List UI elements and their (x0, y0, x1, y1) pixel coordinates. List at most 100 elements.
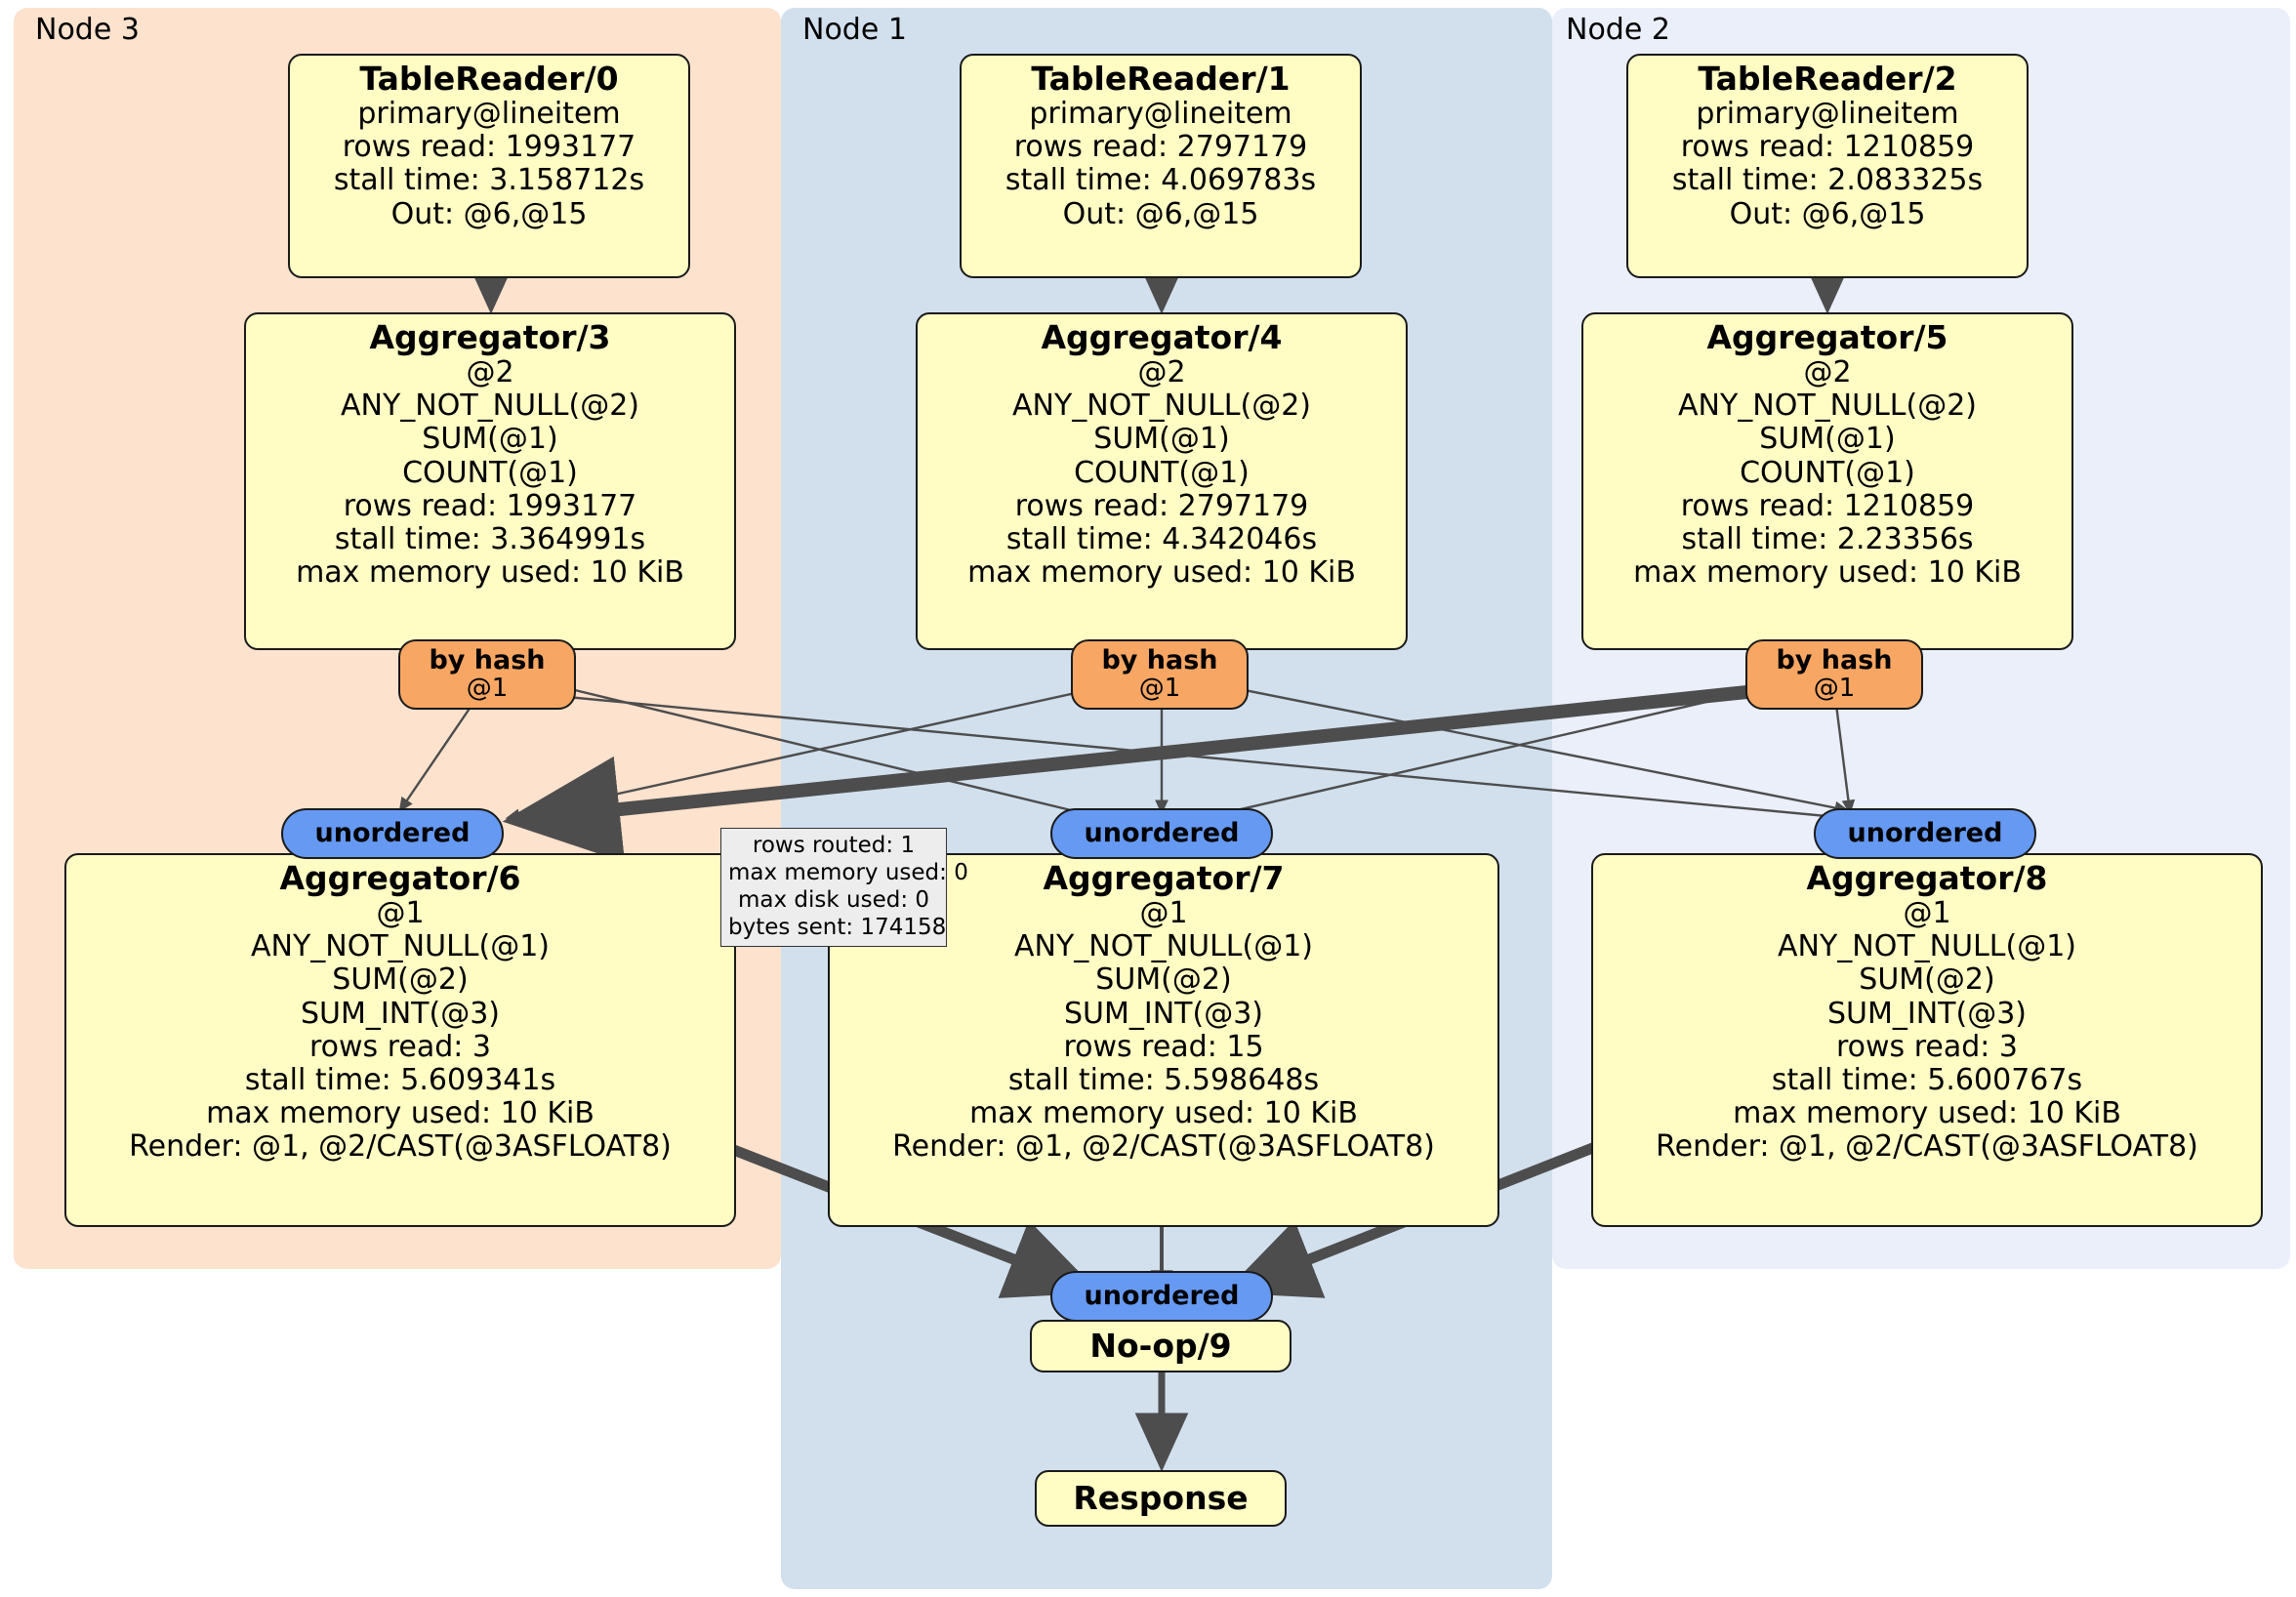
node-line: @1 (1903, 895, 1951, 930)
node-line: rows read: 1210859 (1680, 488, 1975, 523)
node-line: max memory used: 10 KiB (296, 555, 684, 591)
router-unordered-final[interactable]: unordered (1050, 1271, 1273, 1322)
node-line: stall time: 4.069783s (1004, 163, 1317, 198)
router-by-hash-mid[interactable]: by hash @1 (1071, 639, 1249, 710)
cluster-label-node3: Node 3 (35, 13, 140, 47)
node-aggregator-5[interactable]: Aggregator/5 @2 ANY_NOT_NULL(@2) SUM(@1)… (1581, 312, 2073, 650)
node-line: rows read: 1993177 (342, 130, 636, 165)
node-line: max memory used: 10 KiB (967, 555, 1356, 591)
node-line: rows read: 2797179 (1013, 130, 1308, 165)
tooltip-line: bytes sent: 174158 (728, 915, 947, 941)
node-line: Render: @1, @2/CAST(@3ASFLOAT8) (1656, 1129, 2198, 1165)
node-line: @2 (1137, 354, 1186, 389)
node-line: primary@lineitem (357, 96, 621, 131)
node-line: max memory used: 10 KiB (1633, 555, 2022, 591)
node-line: rows read: 1210859 (1680, 130, 1975, 165)
node-line: stall time: 2.083325s (1671, 163, 1984, 198)
node-line: rows read: 15 (1063, 1029, 1264, 1064)
node-line: ANY_NOT_NULL(@2) (1012, 389, 1311, 424)
node-line: COUNT(@1) (1740, 455, 1915, 490)
node-line: @1 (376, 895, 425, 930)
router-unordered-right[interactable]: unordered (1814, 808, 2036, 859)
node-title: TableReader/1 (1031, 60, 1291, 98)
node-line: SUM_INT(@3) (301, 996, 500, 1031)
node-aggregator-6[interactable]: Aggregator/6 @1 ANY_NOT_NULL(@1) SUM(@2)… (64, 853, 736, 1227)
edges-reader-to-aggregator (456, 238, 1863, 314)
node-line: rows read: 2797179 (1014, 488, 1309, 523)
router-label: unordered (1084, 1280, 1240, 1311)
router-label: by hash (1101, 645, 1218, 676)
node-title: Aggregator/4 (1041, 318, 1283, 356)
node-line: rows read: 1993177 (343, 488, 637, 523)
cluster-label-node2: Node 2 (1566, 13, 1670, 47)
node-line: SUM_INT(@3) (1827, 996, 2027, 1031)
router-label: by hash (1776, 645, 1893, 676)
node-tablereader-1[interactable]: TableReader/1 primary@lineitem rows read… (960, 54, 1362, 278)
node-title: Aggregator/6 (279, 859, 521, 897)
node-line: COUNT(@1) (402, 455, 578, 490)
node-title: Aggregator/3 (369, 318, 611, 356)
node-line: ANY_NOT_NULL(@1) (1014, 929, 1313, 964)
node-line: stall time: 4.342046s (1005, 521, 1318, 556)
router-column: @1 (466, 673, 509, 703)
node-line: ANY_NOT_NULL(@1) (1778, 929, 2076, 964)
node-line: SUM(@1) (1759, 422, 1896, 457)
node-line: SUM(@1) (422, 422, 558, 457)
node-line: max memory used: 10 KiB (969, 1096, 1358, 1131)
node-line: Out: @6,@15 (390, 196, 588, 231)
node-line: Out: @6,@15 (1062, 196, 1259, 231)
router-label: by hash (429, 645, 546, 676)
node-line: stall time: 3.364991s (334, 521, 646, 556)
node-line: @2 (466, 354, 514, 389)
node-line: max memory used: 10 KiB (206, 1096, 594, 1131)
node-title: Aggregator/8 (1806, 859, 2048, 897)
router-unordered-mid[interactable]: unordered (1050, 808, 1273, 859)
node-response[interactable]: Response (1035, 1470, 1287, 1527)
router-label: unordered (1084, 817, 1240, 848)
node-line: SUM(@2) (1859, 962, 1995, 998)
node-line: stall time: 5.600767s (1771, 1062, 2083, 1097)
tooltip-line: max disk used: 0 (737, 887, 930, 914)
node-title: Aggregator/7 (1043, 859, 1285, 897)
node-line: @1 (1139, 895, 1188, 930)
node-line: SUM(@2) (332, 962, 469, 998)
router-label: unordered (1847, 817, 2003, 848)
router-by-hash-right[interactable]: by hash @1 (1745, 639, 1923, 710)
node-line: stall time: 5.609341s (244, 1062, 556, 1097)
node-title: TableReader/2 (1698, 60, 1957, 98)
node-line: primary@lineitem (1696, 96, 1959, 131)
node-aggregator-4[interactable]: Aggregator/4 @2 ANY_NOT_NULL(@2) SUM(@1)… (916, 312, 1408, 650)
node-line: rows read: 3 (308, 1029, 492, 1064)
node-line: @2 (1803, 354, 1852, 389)
router-unordered-left[interactable]: unordered (281, 808, 504, 859)
node-line: ANY_NOT_NULL(@1) (251, 929, 550, 964)
router-column: @1 (1813, 673, 1856, 703)
node-line: ANY_NOT_NULL(@2) (1678, 389, 1977, 424)
node-aggregator-8[interactable]: Aggregator/8 @1 ANY_NOT_NULL(@1) SUM(@2)… (1591, 853, 2263, 1227)
node-line: Render: @1, @2/CAST(@3ASFLOAT8) (129, 1129, 672, 1165)
edge-hash-right-to-unordered-left (502, 682, 1776, 863)
node-title: No-op/9 (1089, 1326, 1232, 1365)
tooltip-line: max memory used: 0 (728, 860, 968, 886)
node-line: primary@lineitem (1029, 96, 1292, 131)
node-title: TableReader/0 (359, 60, 619, 98)
stream-stats-tooltip: rows routed: 1 max memory used: 0 max di… (720, 828, 968, 947)
node-line: SUM(@1) (1093, 422, 1230, 457)
router-column: @1 (1138, 673, 1181, 703)
node-title: Aggregator/5 (1706, 318, 1948, 356)
node-line: stall time: 5.598648s (1007, 1062, 1320, 1097)
node-line: Render: @1, @2/CAST(@3ASFLOAT8) (892, 1129, 1435, 1165)
router-by-hash-left[interactable]: by hash @1 (398, 639, 576, 710)
node-noop-9[interactable]: No-op/9 (1030, 1320, 1292, 1372)
router-label: unordered (314, 817, 471, 848)
node-line: stall time: 3.158712s (333, 163, 645, 198)
node-title: Response (1073, 1478, 1249, 1517)
node-line: COUNT(@1) (1074, 455, 1250, 490)
node-line: Out: @6,@15 (1729, 196, 1926, 231)
node-tablereader-2[interactable]: TableReader/2 primary@lineitem rows read… (1626, 54, 2029, 278)
tooltip-line: rows routed: 1 (752, 833, 916, 858)
node-line: SUM(@2) (1095, 962, 1232, 998)
node-aggregator-3[interactable]: Aggregator/3 @2 ANY_NOT_NULL(@2) SUM(@1)… (244, 312, 736, 650)
node-line: SUM_INT(@3) (1064, 996, 1263, 1031)
node-tablereader-0[interactable]: TableReader/0 primary@lineitem rows read… (288, 54, 690, 278)
